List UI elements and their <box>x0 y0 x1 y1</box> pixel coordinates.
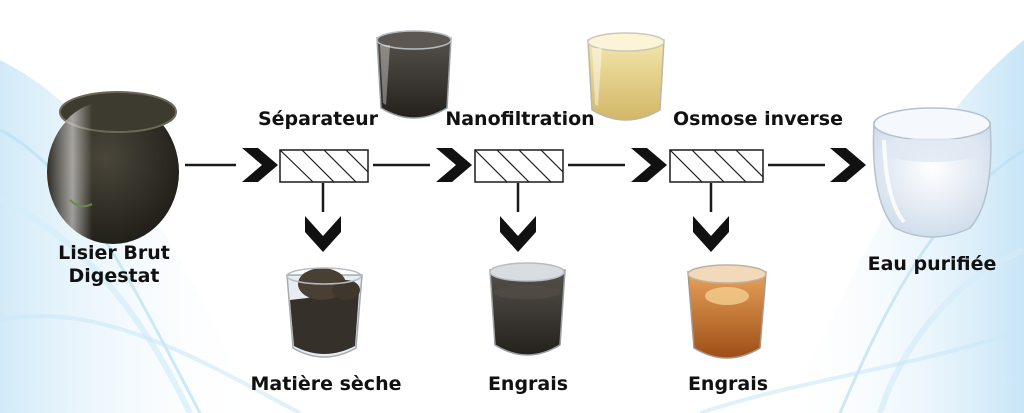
stage1-fertilizer-glass-image <box>489 262 566 356</box>
stage1-permeate-glass-image <box>376 30 452 119</box>
dry-matter-glass-image <box>286 267 363 358</box>
output-label-fertilizer-1: Engrais <box>487 373 569 395</box>
source-label-line1: Lisier Brut <box>58 242 170 264</box>
final-label: Eau purifiée <box>867 253 997 275</box>
separator-unit <box>279 149 369 183</box>
arrow-right-icon <box>436 148 472 182</box>
arrow-down-icon <box>693 216 729 252</box>
source-glass-image <box>46 91 179 244</box>
stage-label-reverse-osmosis: Osmose inverse <box>673 108 843 130</box>
stage2-permeate-glass-image <box>587 32 665 121</box>
reverse-osmosis-unit <box>669 149 764 183</box>
source-label: Lisier Brut Digestat <box>58 242 170 288</box>
output-label-dry-matter: Matière sèche <box>250 373 402 395</box>
source-label-line2: Digestat <box>68 264 160 287</box>
stage2-fertilizer-glass-image <box>687 264 767 359</box>
arrow-down-icon <box>305 216 341 252</box>
flow-lines <box>185 163 825 212</box>
stage-label-separator: Séparateur <box>257 108 379 130</box>
nanofiltration-unit <box>474 149 564 183</box>
output-label-fertilizer-2: Engrais <box>687 373 769 395</box>
arrow-right-icon <box>631 148 667 182</box>
stage-label-nanofiltration: Nanofiltration <box>445 108 595 130</box>
arrow-down-icon <box>500 216 536 252</box>
arrow-right-icon <box>242 148 278 182</box>
purified-water-glass-image <box>872 107 992 238</box>
arrow-right-icon <box>830 148 866 182</box>
